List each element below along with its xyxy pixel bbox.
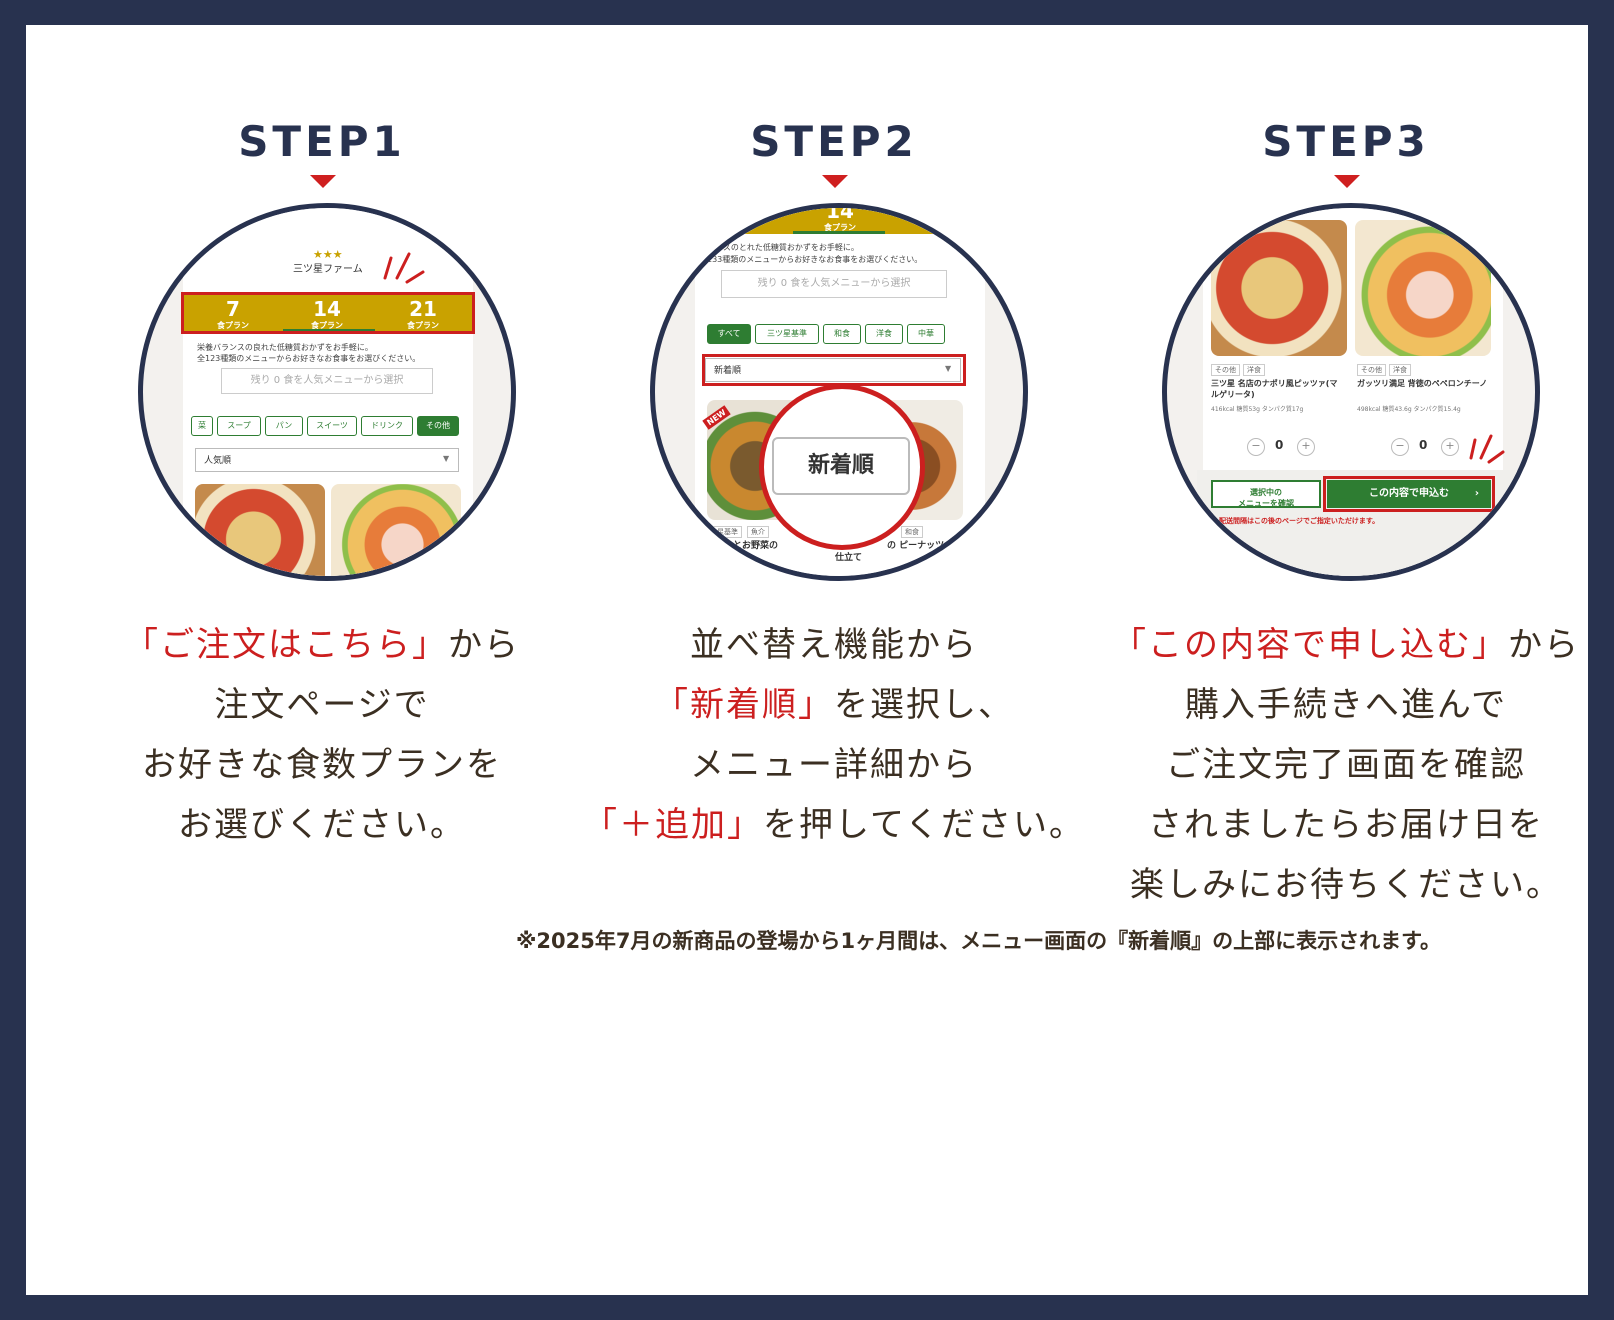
tag: その他: [1357, 364, 1386, 376]
step-3-description: 「この内容で申し込む」から 購入手続きへ進んで ご注文完了画面を確認 されました…: [1112, 625, 1580, 905]
category-pill[interactable]: スイーツ: [307, 416, 357, 436]
desc-highlight: 「＋追加」: [583, 805, 764, 845]
quantity-value: 0: [1419, 438, 1428, 452]
sort-select[interactable]: 人気順: [195, 448, 459, 472]
chevron-right-icon: ›: [1474, 488, 1479, 499]
remaining-select-button[interactable]: 残り 0 食を人気メニューから選択: [721, 270, 947, 298]
card-caption: の ピーナッツ: [887, 541, 945, 551]
pizza-photo: [1211, 220, 1347, 356]
zoomed-sort-label: 新着順: [772, 437, 910, 495]
intro-text-1: 栄養バランスの良れた低糖質おかずをお手軽に。: [197, 343, 373, 352]
tag: 洋食: [1389, 364, 1411, 376]
minus-button[interactable]: −: [1391, 438, 1409, 456]
desc-highlight: 「新着順」: [654, 685, 834, 725]
emphasis-strokes-icon: [383, 252, 425, 284]
down-triangle-icon: [1334, 175, 1360, 188]
category-pill[interactable]: パン: [265, 416, 303, 436]
minus-button[interactable]: −: [1247, 438, 1265, 456]
plan-bar: [695, 208, 985, 234]
logo-text: 三ツ星ファーム: [293, 264, 363, 275]
pasta-photo: [331, 484, 461, 576]
plan-underline: [283, 329, 375, 332]
card-caption: 仕立て: [835, 553, 863, 563]
plan-underline: [793, 231, 885, 234]
intro-text-1: バランスのとれた低糖質おかずをお手軽に。: [699, 243, 859, 252]
category-pill[interactable]: スープ: [217, 416, 261, 436]
step-1-title: STEP1: [238, 117, 406, 166]
remaining-select-button[interactable]: 残り 0 食を人気メニューから選択: [221, 368, 433, 394]
step-2-description: 並べ替え機能から 「新着順」を選択し、 メニュー詳細から 「＋追加」を押してくだ…: [583, 625, 1085, 845]
down-triangle-icon: [822, 175, 848, 188]
category-pill[interactable]: 和食: [823, 324, 861, 344]
chevron-down-icon: ▼: [443, 454, 450, 463]
emphasis-strokes-icon: [1469, 434, 1505, 464]
nutrition-info: 498kcal 糖質43.6g タンパク質15.4g: [1357, 406, 1461, 413]
category-pill[interactable]: 三ツ星基準: [755, 324, 819, 344]
desc-highlight: 「この内容で申し込む」: [1112, 625, 1508, 665]
quantity-value: 0: [1275, 438, 1284, 452]
intro-text-2: 全123種類のメニューからお好きなお食事をお選びください。: [197, 354, 421, 363]
pasta-photo: [1355, 220, 1491, 356]
step-3-title: STEP3: [1262, 117, 1430, 166]
category-pill[interactable]: ドリンク: [361, 416, 413, 436]
confirm-selection-button[interactable]: 選択中の メニューを確認: [1211, 480, 1321, 508]
chevron-down-icon: ▼: [945, 364, 952, 373]
delivery-note: 配送間隔はこの後のページでご指定いただけます。: [1219, 517, 1380, 525]
tag: 星基準: [713, 526, 742, 538]
highlight-box: [181, 292, 475, 334]
category-pill-active[interactable]: その他: [417, 416, 459, 436]
nutrition-info: 416kcal 糖質53g タンパク質17g: [1211, 406, 1304, 413]
category-pill[interactable]: 菜: [191, 416, 213, 436]
plus-button[interactable]: +: [1441, 438, 1459, 456]
plus-button[interactable]: +: [1297, 438, 1315, 456]
category-pill[interactable]: 洋食: [865, 324, 903, 344]
item-name: ガッツリ満足 背徳のペペロンチーノ: [1357, 379, 1488, 388]
step-1-description: 「ご注文はこちら」から 注文ページで お好きな食数プランを お選びください。: [124, 625, 520, 845]
card-caption: イルとお野菜の: [715, 541, 779, 551]
desc-highlight: 「ご注文はこちら」: [124, 625, 448, 665]
step-3-screenshot-circle: その他 洋食 その他 洋食 三ツ星 名店のナポリ風ピッツァ(マ ルゲリータ) ガ…: [1162, 203, 1540, 581]
category-pill[interactable]: 中華: [907, 324, 945, 344]
apply-button[interactable]: この内容で申込む ›: [1327, 480, 1491, 508]
pizza-photo: [195, 484, 325, 576]
item-name: 三ツ星 名店のナポリ風ピッツァ(マ: [1211, 379, 1338, 388]
down-triangle-icon: [310, 175, 336, 188]
highlight-box: [1323, 476, 1495, 512]
tag: 洋食: [1243, 364, 1265, 376]
zoom-magnifier: 新着順: [759, 384, 925, 550]
tag: その他: [1211, 364, 1240, 376]
category-pill-active[interactable]: すべて: [707, 324, 751, 344]
tag: 魚介: [747, 526, 769, 538]
intro-text-2: 全133種類のメニューからお好きなお食事をお選びください。: [699, 255, 923, 264]
sort-select[interactable]: 新着順: [705, 358, 961, 382]
tag: 和食: [901, 526, 923, 538]
highlight-box: [702, 354, 966, 386]
stars-icon: ★★★: [313, 248, 343, 261]
plan-selector: [183, 294, 473, 332]
step-2-title: STEP2: [750, 117, 918, 166]
footnote: ※2025年7月の新商品の登場から1ヶ月間は、メニュー画面の『新着順』の上部に表…: [516, 929, 1441, 953]
item-name: ルゲリータ): [1211, 390, 1255, 399]
